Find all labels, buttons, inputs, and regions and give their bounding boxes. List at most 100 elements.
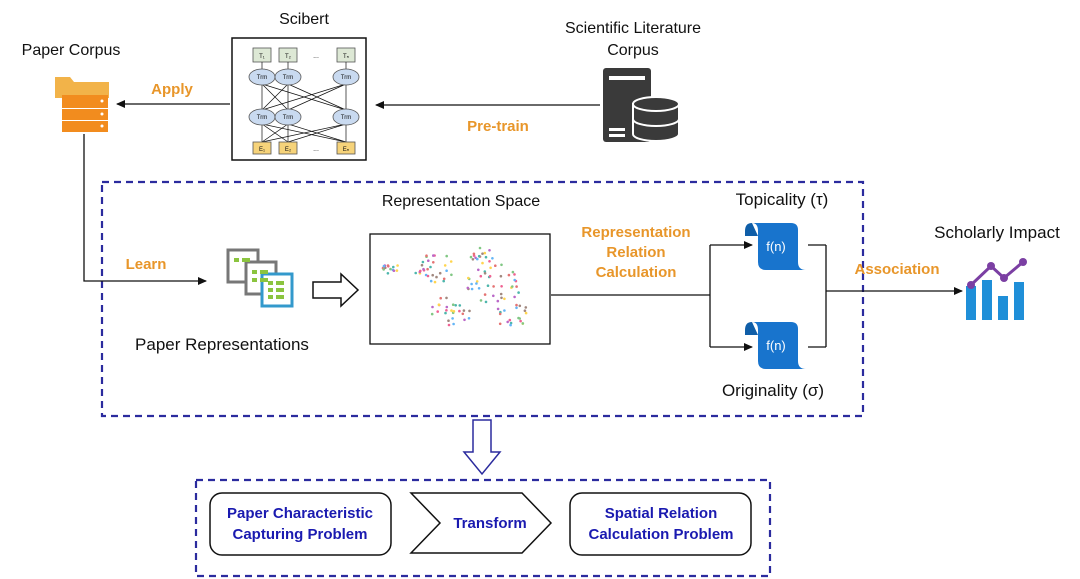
scatter-point <box>426 267 429 271</box>
bert-bottom-token-1: E₁ <box>259 147 265 153</box>
scatter-point <box>481 261 484 265</box>
relation-calc-label-line1: Representation <box>581 224 690 241</box>
scatter-point <box>506 320 510 324</box>
scatter-point <box>466 286 470 290</box>
bert-bottom-token-2: E₂ <box>285 147 292 153</box>
scatter-point <box>498 312 502 316</box>
scatter-point <box>469 255 473 259</box>
scatter-point <box>500 285 503 288</box>
scatter-point <box>382 268 386 271</box>
originality-function-icon: f(n) <box>745 322 806 369</box>
scatter-point <box>439 296 443 300</box>
relation-calc-label-line3: Calculation <box>596 264 677 281</box>
scatter-point <box>433 280 437 284</box>
scatter-point <box>461 312 465 316</box>
scatter-point <box>494 264 497 268</box>
scatter-point <box>492 285 495 288</box>
scatter-point <box>484 300 488 304</box>
scatter-point <box>483 293 487 296</box>
scatter-point <box>475 282 478 285</box>
scatter-point <box>511 285 514 288</box>
scatter-point <box>479 299 483 302</box>
scatter-point <box>422 267 425 271</box>
scatter-point <box>515 303 518 307</box>
scatter-point <box>503 309 506 312</box>
scatter-point <box>442 277 446 281</box>
hollow-arrow-down <box>462 419 502 476</box>
scatter-point <box>467 317 471 320</box>
scatter-point <box>470 287 474 291</box>
pretrain-label: Pre-train <box>467 118 529 135</box>
scatter-point <box>426 274 430 278</box>
scatter-point <box>515 285 518 288</box>
apply-label: Apply <box>151 81 193 98</box>
scatter-point <box>451 303 455 307</box>
scatter-point <box>513 273 516 276</box>
scatter-point <box>449 260 453 263</box>
scatter-point <box>425 254 428 257</box>
scatter-point <box>496 299 500 303</box>
literature-corpus-label-line2: Corpus <box>607 42 659 59</box>
scatter-point <box>524 311 528 315</box>
scatter-point <box>427 259 430 263</box>
bert-trm-label: Trm <box>283 115 293 121</box>
representation-space-scatter <box>381 246 528 327</box>
bert-top-token-ellipsis: ... <box>313 53 319 60</box>
scatter-point <box>488 260 491 263</box>
scatter-point <box>392 269 396 273</box>
topicality-label: Topicality (τ) <box>736 190 829 209</box>
scatter-point <box>458 309 461 313</box>
scholarly-impact-label: Scholarly Impact <box>934 223 1060 242</box>
scatter-point <box>445 254 449 258</box>
scatter-point <box>444 311 447 315</box>
scatter-point <box>450 273 453 277</box>
scatter-point <box>420 263 424 267</box>
scatter-point <box>523 309 527 313</box>
problem-left-box <box>209 492 392 556</box>
bert-trm-label: Trm <box>341 75 351 81</box>
bert-trm-label: Trm <box>257 75 267 81</box>
fn-label: f(n) <box>766 338 786 353</box>
scatter-point <box>488 249 491 252</box>
scibert-model-figure: T₁ T₂ ... Tₙ Trm Trm Trm Trm Trm Trm <box>231 37 367 161</box>
scatter-point <box>488 274 492 278</box>
problem-right-line1: Spatial Relation <box>605 505 718 522</box>
scatter-point <box>447 319 450 323</box>
paper-representations-label: Paper Representations <box>135 335 309 354</box>
bert-bottom-token-ellipsis: ... <box>313 146 319 153</box>
scatter-point <box>463 318 466 322</box>
problem-right-line2: Calculation Problem <box>588 526 733 543</box>
scatter-point <box>432 254 435 257</box>
scatter-point <box>452 322 455 326</box>
scatter-point <box>419 269 422 273</box>
scatter-point <box>509 323 512 327</box>
scatter-point <box>429 265 432 269</box>
scatter-point <box>396 264 399 267</box>
scatter-point <box>508 318 512 322</box>
literature-corpus-label-line1: Scientific Literature <box>565 20 701 37</box>
scatter-point <box>467 276 470 280</box>
paper-representations-icon <box>226 248 294 308</box>
scatter-point <box>500 263 503 267</box>
scatter-point <box>479 274 483 278</box>
scatter-point <box>471 258 475 261</box>
scatter-point <box>483 272 487 275</box>
scatter-point <box>517 291 520 294</box>
bert-top-token-n: Tₙ <box>343 54 350 60</box>
originality-label: Originality (σ) <box>722 381 824 400</box>
scatter-point <box>451 317 454 320</box>
scatter-point <box>498 322 502 326</box>
scatter-point <box>436 310 440 313</box>
bert-trm-label: Trm <box>283 75 293 81</box>
scatter-point <box>507 273 511 277</box>
scatter-point <box>458 304 462 307</box>
database-server-icon <box>603 68 680 142</box>
scatter-point <box>432 261 435 264</box>
scatter-point <box>513 278 516 282</box>
bert-bottom-token-n: Eₙ <box>343 147 350 153</box>
scatter-point <box>477 254 481 258</box>
scatter-point <box>450 309 453 312</box>
scatter-point <box>475 280 479 283</box>
scatter-point <box>511 270 515 274</box>
problem-right-box <box>569 492 752 556</box>
